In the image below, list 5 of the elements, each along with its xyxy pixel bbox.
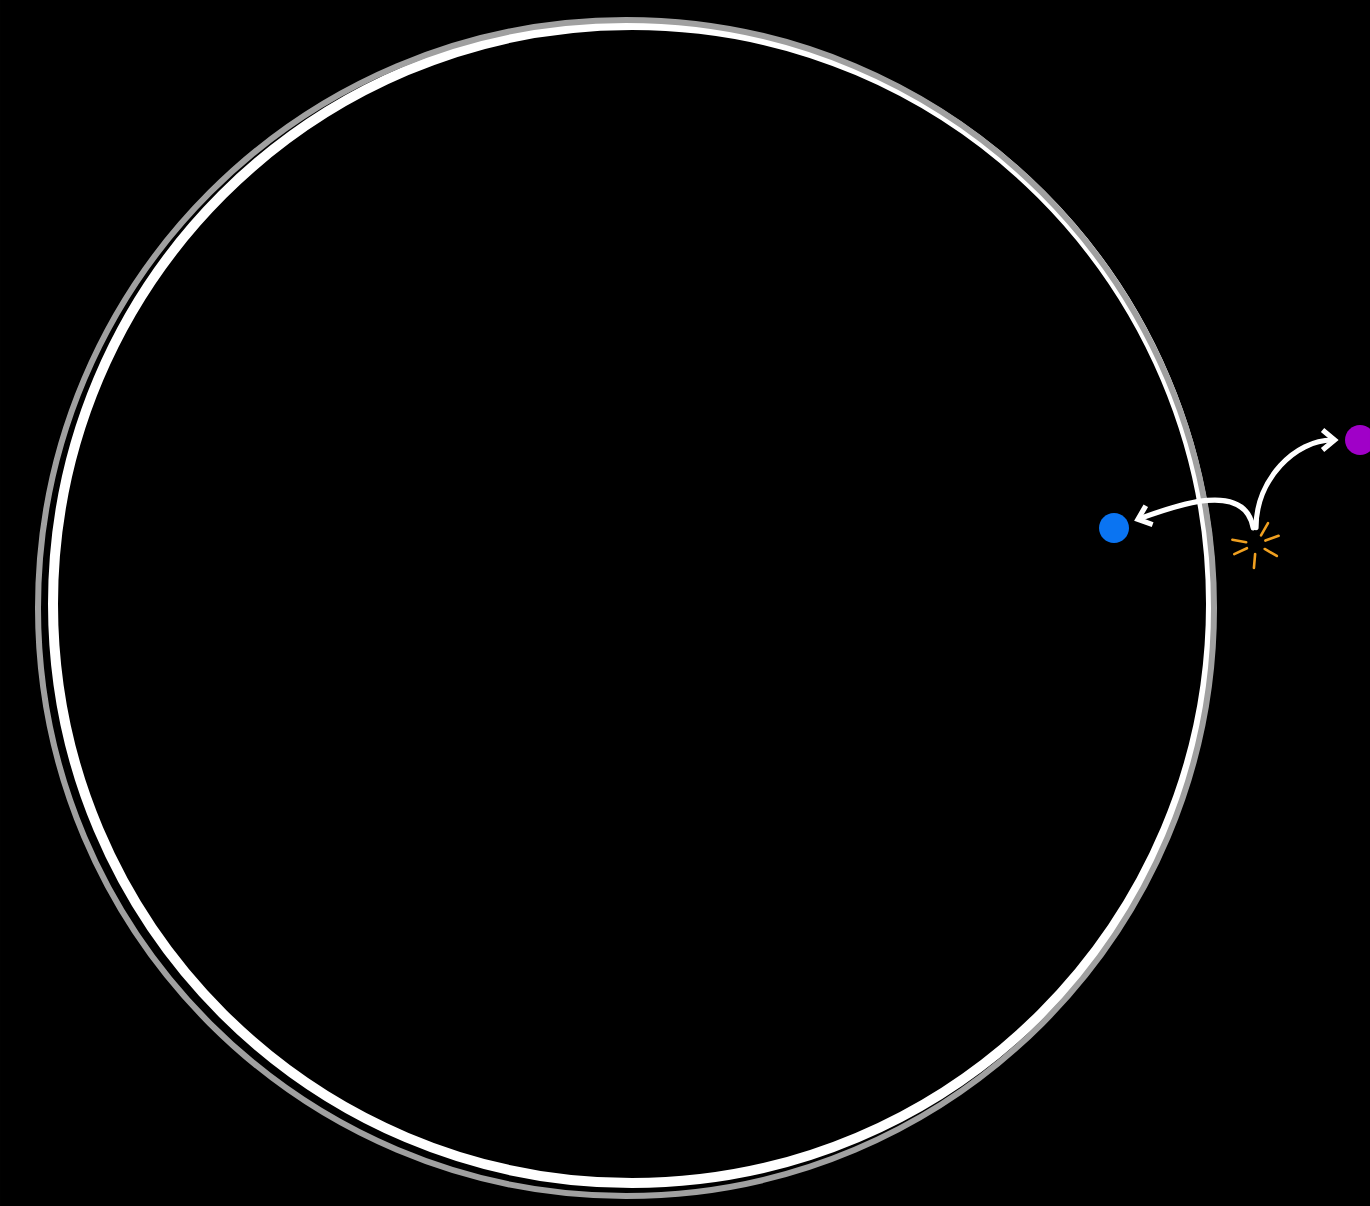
arrow	[1134, 497, 1256, 531]
burst-mark	[1231, 521, 1280, 570]
arrow	[1253, 428, 1339, 531]
large-circle	[35, 17, 1217, 1199]
dot	[1099, 513, 1129, 543]
